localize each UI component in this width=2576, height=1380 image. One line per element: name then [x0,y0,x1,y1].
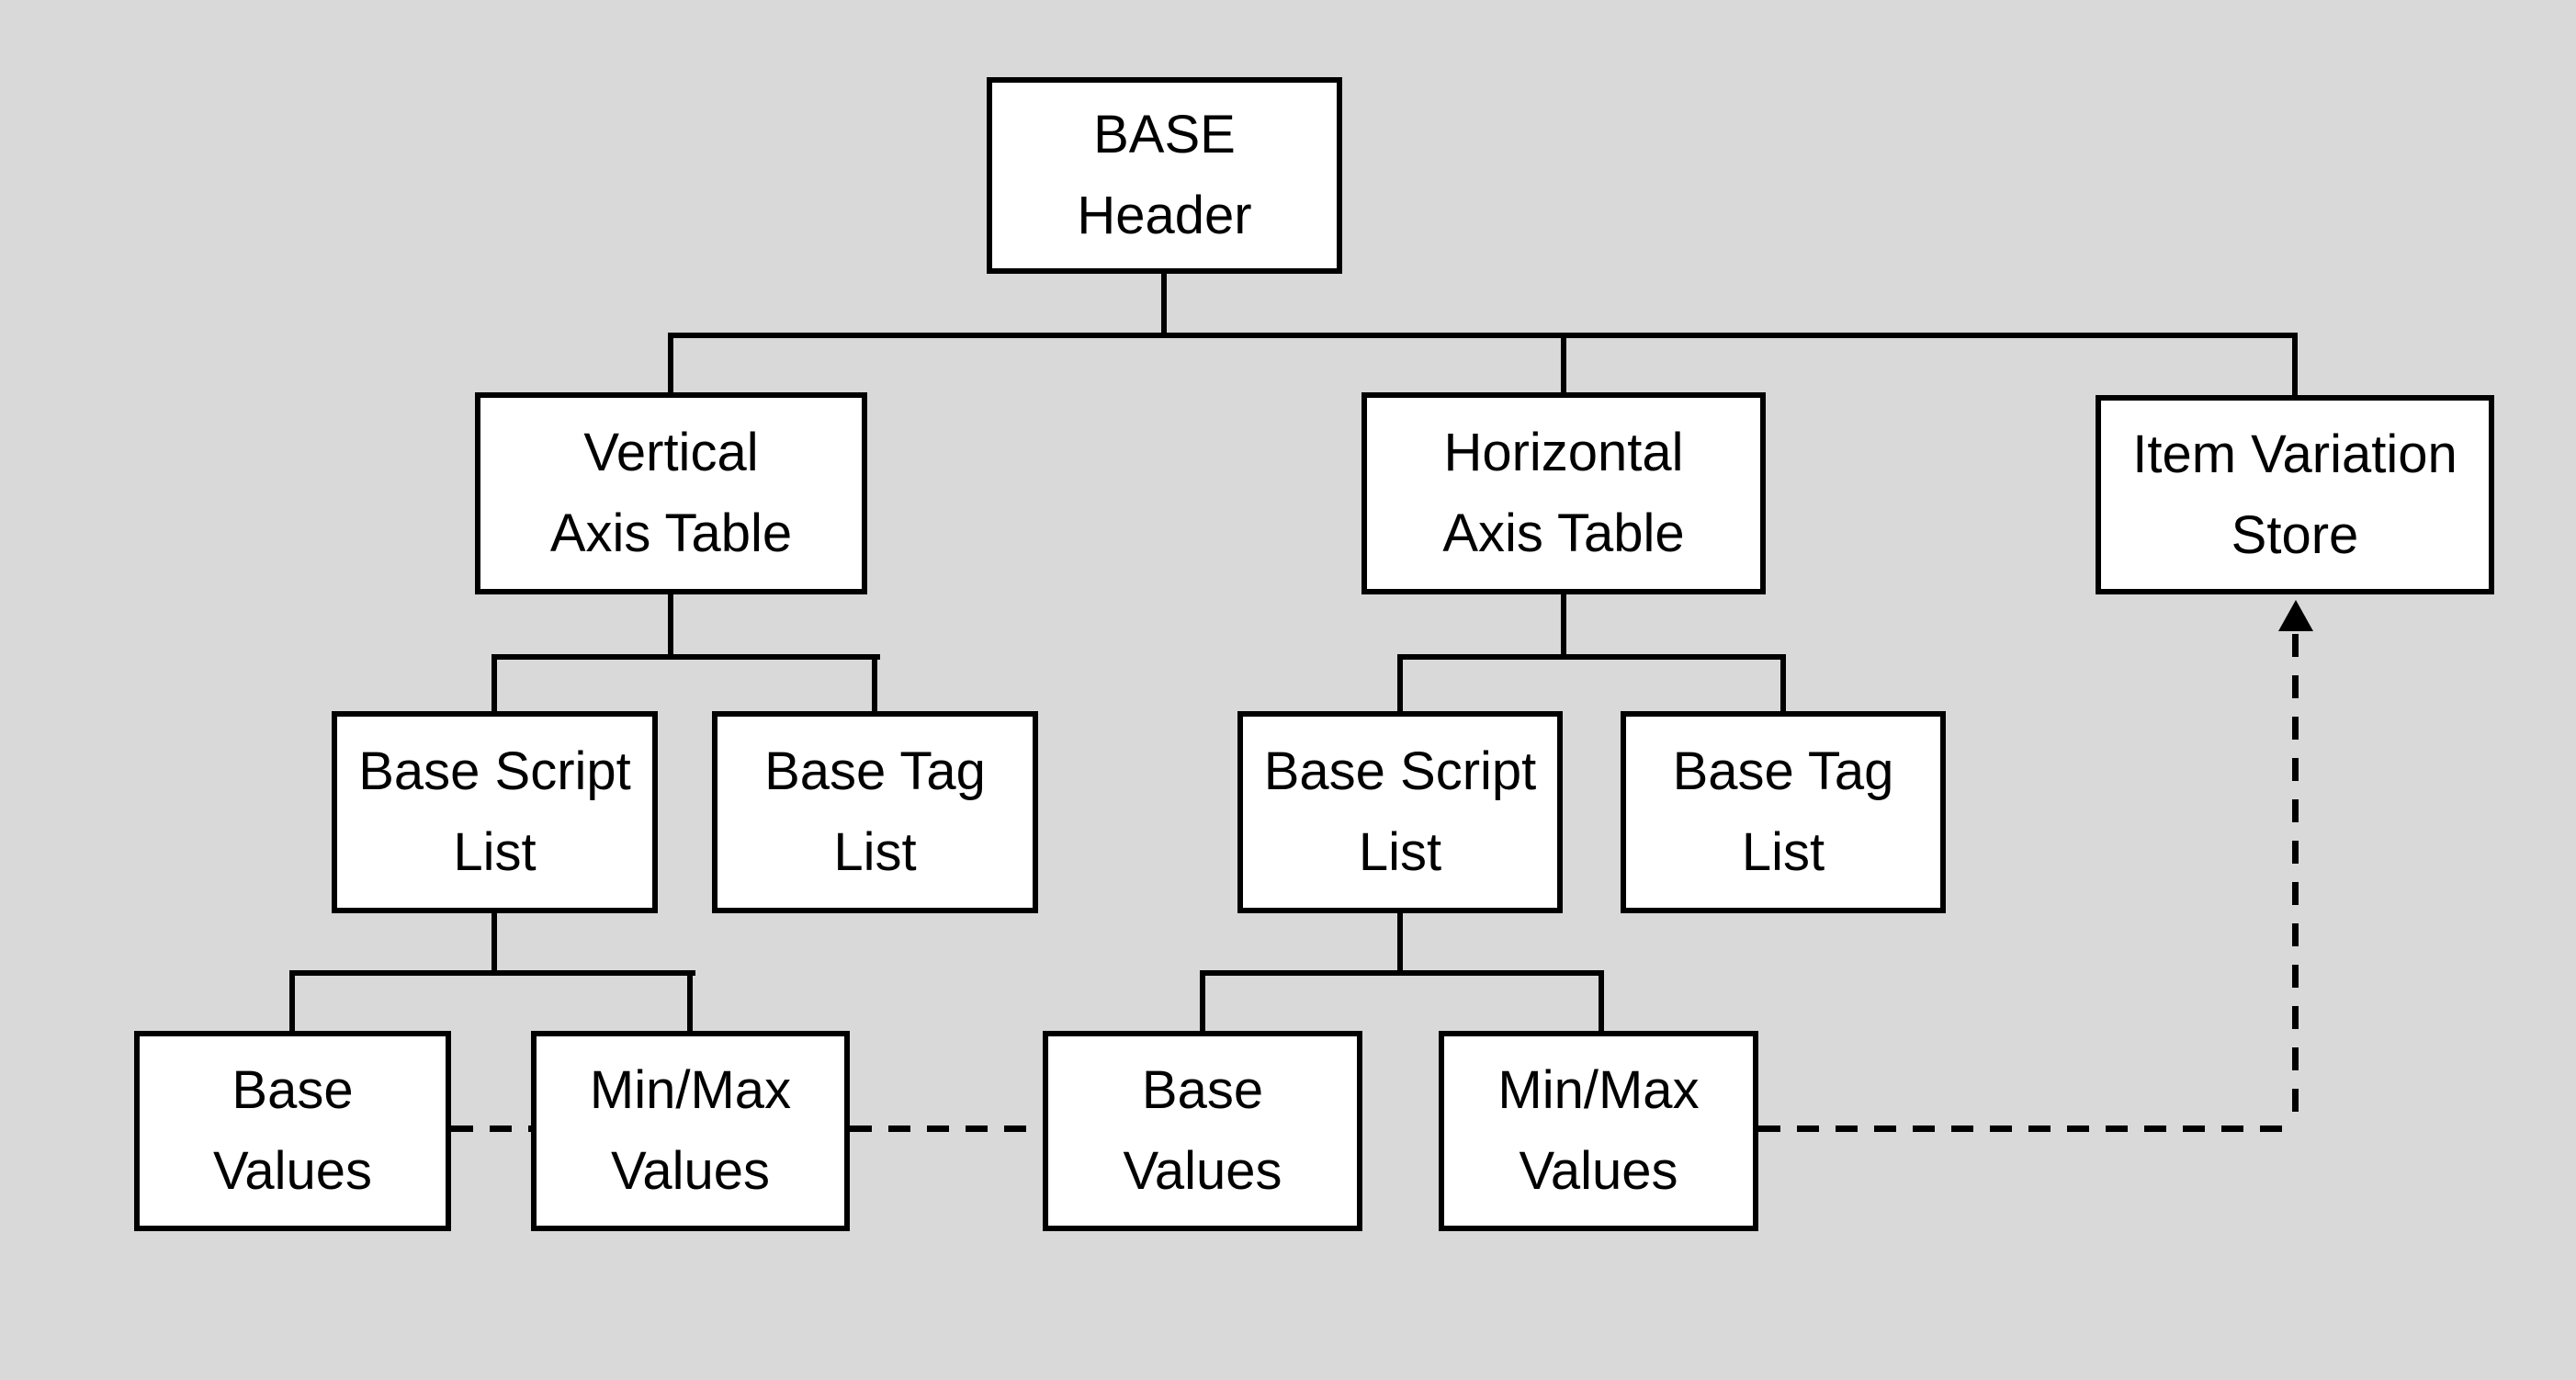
connector-horizontal-axis-table-stub [1561,593,1566,657]
node-label-line: Axis Table [549,503,793,563]
dashed-link-base-values-minmax-left [451,1125,531,1132]
node-label-line: List [453,822,537,882]
connector-drop-base-values-left [289,970,295,1035]
connector-vertical-axis-table-stub [668,593,673,657]
connector-level1-rail [668,333,2298,338]
node-label-line: Values [1519,1141,1678,1201]
dashed-riser-to-item-variation-store [2292,634,2299,1128]
node-label-line: List [833,822,917,882]
dashed-link-minmax-left-base-values-right [850,1125,1043,1132]
connector-level2-rail-left [491,654,880,660]
connector-level3-rail-left [289,970,695,976]
node-base-header: BASE Header [987,77,1342,274]
node-base-script-list-vertical: Base Script List [332,711,658,913]
node-vertical-axis-table: Vertical Axis Table [475,392,867,594]
node-item-variation-store: Item Variation Store [2096,395,2494,594]
connector-drop-base-script-list-left [491,654,497,715]
connector-drop-vertical-axis-table [668,333,673,397]
node-label-line: BASE [1093,105,1236,164]
connector-drop-base-tag-list-right [1780,654,1786,715]
node-label-line: Values [212,1141,373,1201]
dashed-link-minmax-right-to-store [1758,1125,2295,1132]
connector-drop-minmax-values-right [1599,970,1604,1035]
node-horizontal-axis-table: Horizontal Axis Table [1361,392,1766,594]
node-label-line: Base Tag [764,741,986,801]
node-label-line: Min/Max [1497,1060,1700,1120]
connector-drop-horizontal-axis-table [1561,333,1566,397]
node-label-line: List [1358,822,1442,882]
node-minmax-values-vertical: Min/Max Values [531,1031,850,1231]
node-base-values-horizontal: Base Values [1043,1031,1362,1231]
node-label-line: Base Tag [1672,741,1894,801]
connector-drop-base-script-list-right [1397,654,1403,715]
node-base-tag-list-horizontal: Base Tag List [1621,711,1946,913]
node-label-line: Base [232,1060,354,1120]
arrowhead-up-icon [2278,600,2313,631]
node-label-line: Header [1077,186,1252,245]
connector-level3-rail-right [1200,970,1604,976]
node-label-line: Base [1141,1060,1264,1120]
node-label-line: Item Variation [2132,424,2457,484]
node-label-line: Values [610,1141,771,1201]
node-label-line: List [1741,822,1825,882]
connector-drop-base-tag-list-left [872,654,877,715]
connector-drop-minmax-values-left [687,970,693,1035]
connector-drop-base-values-right [1200,970,1205,1035]
connector-header-stub [1161,271,1167,338]
node-label-line: Store [2231,504,2359,565]
node-label-line: Axis Table [1442,503,1685,563]
node-base-values-vertical: Base Values [134,1031,451,1231]
node-base-script-list-horizontal: Base Script List [1237,711,1563,913]
node-base-tag-list-vertical: Base Tag List [712,711,1038,913]
node-label-line: Values [1123,1141,1282,1201]
connector-drop-item-variation-store [2292,333,2298,399]
node-label-line: Base Script [358,741,631,801]
connector-base-script-list-right-stub [1397,911,1403,973]
node-label-line: Min/Max [589,1060,792,1120]
node-minmax-values-horizontal: Min/Max Values [1439,1031,1758,1231]
node-label-line: Horizontal [1443,423,1684,482]
connector-level2-rail-right [1397,654,1786,660]
node-label-line: Vertical [583,423,759,482]
node-label-line: Base Script [1263,741,1537,801]
connector-base-script-list-left-stub [491,911,497,973]
